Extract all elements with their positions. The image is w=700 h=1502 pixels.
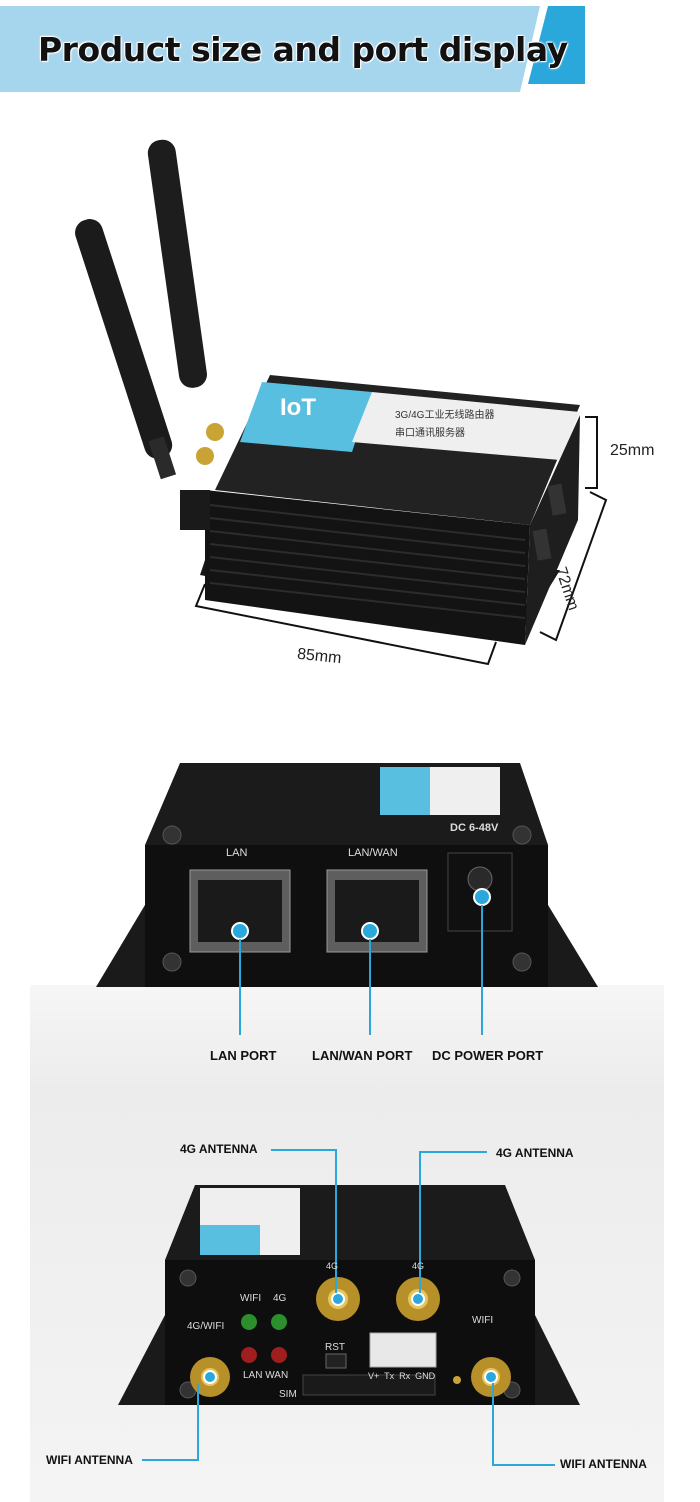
page-title: Product size and port display xyxy=(38,30,568,69)
lanwan-port-label: LAN/WAN PORT xyxy=(312,1048,413,1063)
antenna-left-icon xyxy=(75,219,177,480)
sim-label: SIM xyxy=(279,1389,297,1400)
front-panel-illustration xyxy=(96,763,598,1035)
wifi-antenna-left-label: WIFI ANTENNA xyxy=(46,1453,133,1467)
router-dimension-illustration: 3G/4G工业无线路由器 串口通讯服务器 IoT xyxy=(75,139,608,666)
front-caption-bg xyxy=(30,985,664,1090)
4gwifi-label: 4G/WIFI xyxy=(187,1321,225,1332)
rst-label: RST xyxy=(325,1342,345,1353)
header-banner: Product size and port display xyxy=(0,6,585,92)
4g-led-label: 4G xyxy=(273,1293,287,1304)
svg-text:3G/4G工业无线路由器: 3G/4G工业无线路由器 xyxy=(395,408,494,421)
lanwan-led-label: LAN WAN xyxy=(243,1370,289,1381)
height-label: 25mm xyxy=(610,442,655,459)
ant2-label: 4G xyxy=(412,1261,425,1271)
svg-text:串口通讯服务器: 串口通讯服务器 xyxy=(395,426,465,439)
wifi-antenna-right-label: WIFI ANTENNA xyxy=(560,1457,647,1471)
width-dimension-line xyxy=(194,583,497,666)
dc-power-port-label: DC POWER PORT xyxy=(432,1048,544,1063)
lan-port-label: LAN PORT xyxy=(210,1048,277,1063)
4g-antenna-left-label: 4G ANTENNA xyxy=(180,1142,258,1156)
wifi-right-label: WIFI xyxy=(472,1315,494,1326)
svg-text:IoT: IoT xyxy=(280,394,316,421)
back-panel-illustration xyxy=(118,1149,580,1466)
banner-shape xyxy=(0,6,585,92)
wifi-led-label: WIFI xyxy=(240,1293,262,1304)
4g-antenna-right-label: 4G ANTENNA xyxy=(496,1146,574,1160)
height-dimension-line xyxy=(585,416,598,489)
lanwan-panel-label: LAN/WAN xyxy=(348,847,398,859)
depth-dimension-line xyxy=(539,491,608,642)
dc-panel-label: DC 6-48V xyxy=(450,822,499,834)
ant1-label: 4G xyxy=(326,1261,339,1271)
serial-pins-label: V+ Tx Rx GND xyxy=(368,1371,436,1381)
lan-panel-label: LAN xyxy=(226,847,248,859)
antenna-right-icon xyxy=(147,139,207,388)
